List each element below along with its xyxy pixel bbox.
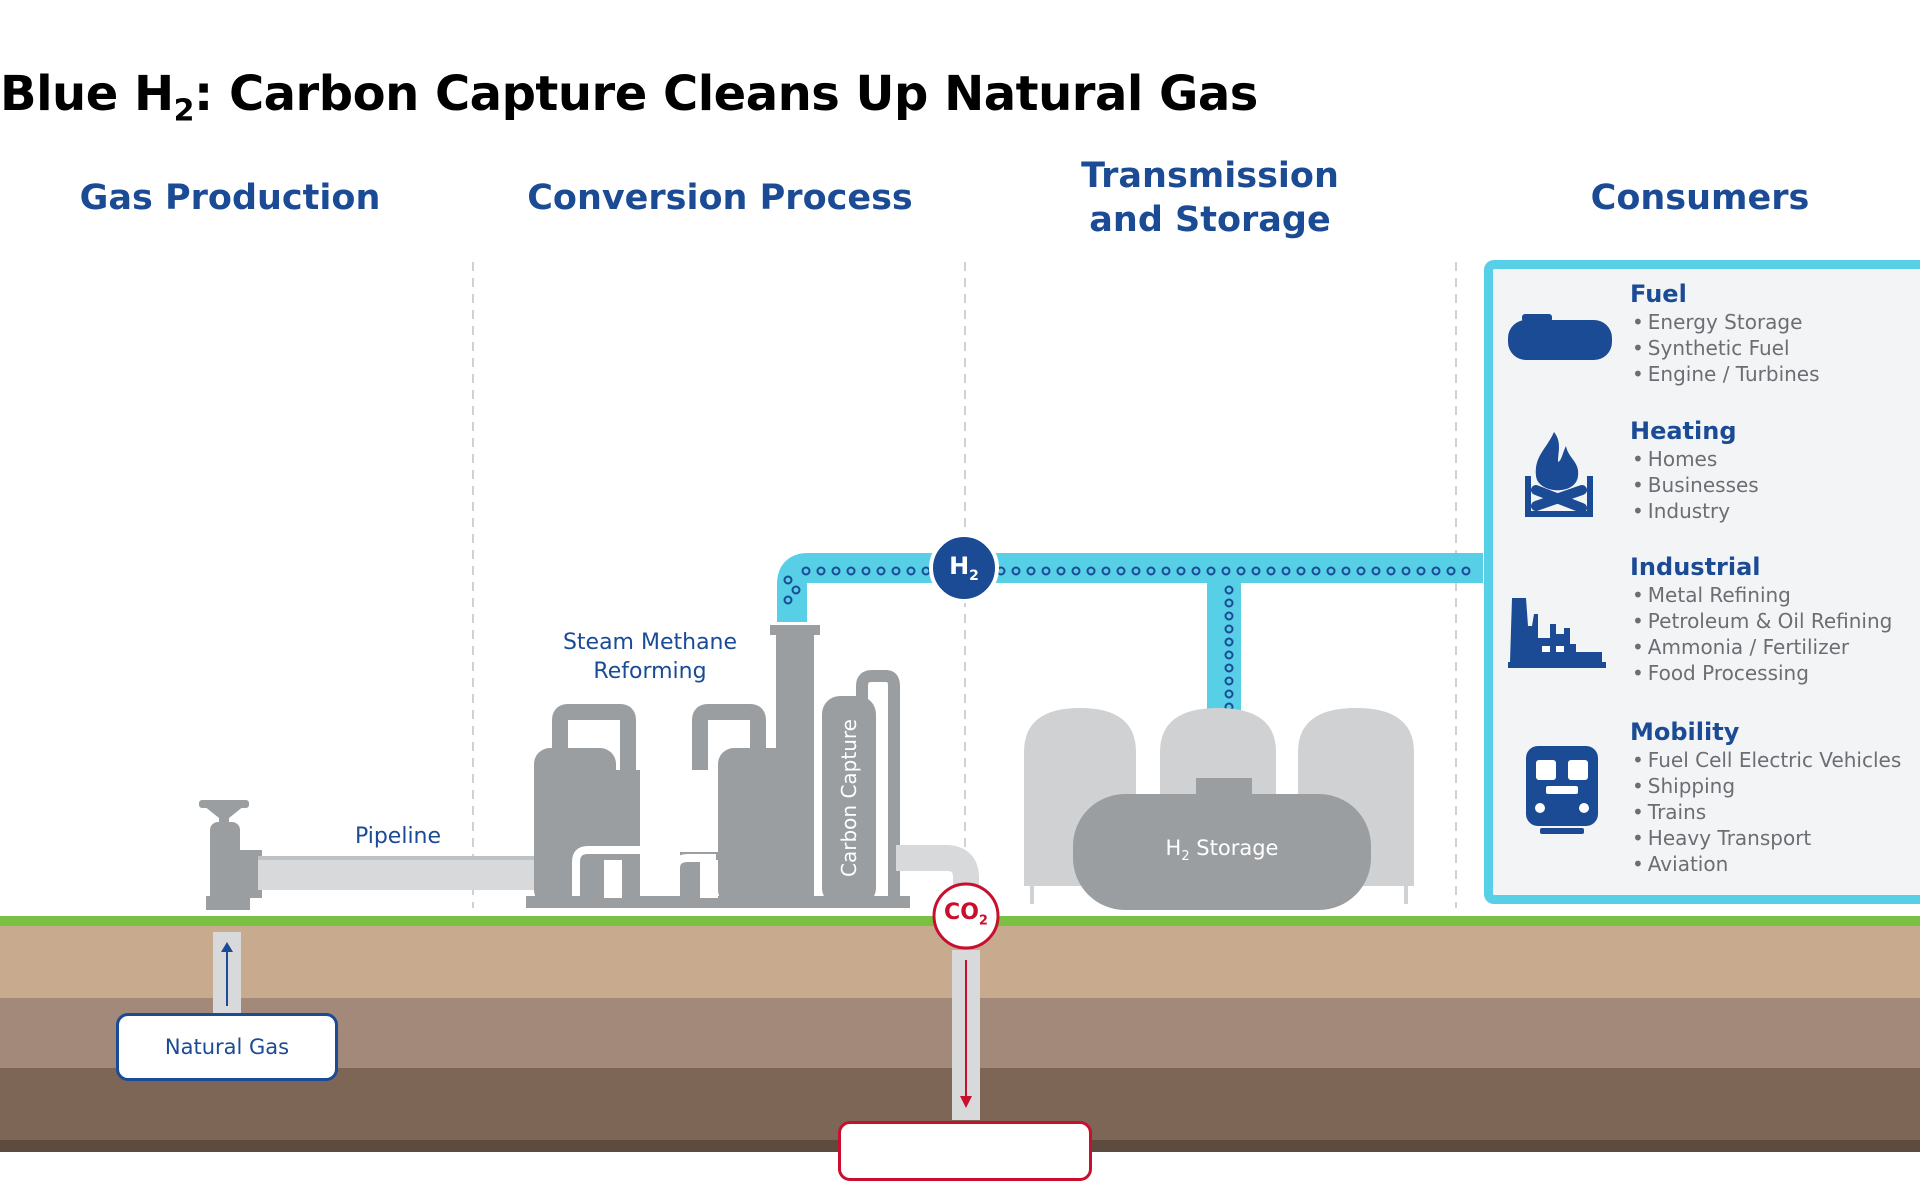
h2-bubble	[1191, 566, 1201, 576]
consumer-list-industrial: Metal Refining Petroleum & Oil Refining …	[1632, 582, 1893, 686]
h2-bubble	[1221, 566, 1231, 576]
list-item: Synthetic Fuel	[1632, 335, 1820, 361]
h2-bubble	[1161, 566, 1171, 576]
storage-tanks	[1024, 708, 1414, 910]
h2-bubble	[1416, 566, 1426, 576]
h2-bubble	[1041, 566, 1051, 576]
process-diagram	[0, 262, 1920, 1152]
h2-bubble	[1056, 566, 1066, 576]
h2-bubble	[1086, 566, 1096, 576]
column-heading-gas-production: Gas Production	[79, 178, 381, 218]
h2-bubble	[791, 585, 801, 595]
h2-bubble	[1446, 566, 1456, 576]
natural-gas-well	[213, 932, 241, 1016]
list-item: Businesses	[1632, 472, 1759, 498]
h2-bubble	[906, 566, 916, 576]
consumer-title-mobility: Mobility	[1630, 718, 1740, 746]
h2-bubble	[1224, 663, 1234, 673]
co2-badge-label: CO2	[944, 900, 988, 929]
co2-pipe	[896, 845, 980, 1120]
h2-bubble	[1224, 676, 1234, 686]
h2-bubble	[1224, 624, 1234, 634]
h2-bubble	[816, 566, 826, 576]
consumer-list-heating: Homes Businesses Industry	[1632, 446, 1759, 524]
page-title: Blue H2: Carbon Capture Cleans Up Natura…	[0, 66, 1258, 129]
consumer-title-industrial: Industrial	[1630, 553, 1761, 581]
h2-bubble	[891, 566, 901, 576]
h2-bubble	[831, 566, 841, 576]
smr-label: Steam Methane Reforming	[562, 630, 738, 684]
column-heading-transmission-storage: Transmission and Storage	[1081, 156, 1339, 240]
pipeline-label: Pipeline	[354, 824, 442, 849]
consumer-title-fuel: Fuel	[1630, 280, 1687, 308]
pipeline	[258, 856, 536, 890]
list-item: Engine / Turbines	[1632, 361, 1820, 387]
list-item: Fuel Cell Electric Vehicles	[1632, 747, 1901, 773]
h2-bubble	[1311, 566, 1321, 576]
column-heading-conversion-process: Conversion Process	[527, 178, 913, 218]
list-item: Petroleum & Oil Refining	[1632, 608, 1893, 634]
h2-bubble	[1341, 566, 1351, 576]
h2-bubble	[783, 595, 793, 605]
h2-bubble	[1461, 566, 1471, 576]
co2-badge	[932, 882, 1000, 950]
list-item: Food Processing	[1632, 660, 1892, 686]
wellhead-valve	[199, 800, 262, 910]
column-heading-consumers: Consumers	[1590, 178, 1810, 218]
h2-bubble	[876, 566, 886, 576]
train-icon	[1506, 742, 1618, 838]
list-item: Energy Storage	[1632, 309, 1820, 335]
h2-bubble	[1236, 566, 1246, 576]
h2-bubble	[1224, 689, 1234, 699]
h2-badge-label: H2	[949, 552, 979, 584]
h2-bubble	[1071, 566, 1081, 576]
h2-bubble	[1326, 566, 1336, 576]
h2-bubble	[1224, 650, 1234, 660]
consumer-list-fuel: Energy Storage Synthetic Fuel Engine / T…	[1632, 309, 1820, 387]
h2-bubble	[1206, 566, 1216, 576]
list-item: Trains	[1632, 799, 1901, 825]
h2-bubble	[861, 566, 871, 576]
h2-bubble	[801, 566, 811, 576]
list-item: Aviation	[1632, 851, 1901, 877]
h2-bubble	[1371, 566, 1381, 576]
h2-bubble	[783, 575, 793, 585]
h2-bubble	[1401, 566, 1411, 576]
list-item: Ammonia / Fertilizer	[1632, 634, 1892, 660]
list-item: Metal Refining	[1632, 582, 1892, 608]
smr-plant	[526, 625, 910, 908]
consumer-list-mobility: Fuel Cell Electric Vehicles Shipping Tra…	[1632, 747, 1901, 877]
h2-bubble	[1281, 566, 1291, 576]
factory-icon	[1498, 584, 1610, 680]
h2-bubble	[1146, 566, 1156, 576]
h2-bubble	[1101, 566, 1111, 576]
h2-bubble	[1296, 566, 1306, 576]
h2-bubble	[1011, 566, 1021, 576]
h2-bubble	[1356, 566, 1366, 576]
h2-bubble	[1386, 566, 1396, 576]
h2-bubble	[1224, 598, 1234, 608]
h2-bubble	[1176, 566, 1186, 576]
list-item: Heavy Transport	[1632, 825, 1901, 851]
h2-bubble	[1131, 566, 1141, 576]
h2-bubble	[1116, 566, 1126, 576]
h2-bubble	[1431, 566, 1441, 576]
h2-bubble	[1224, 637, 1234, 647]
h2-bubble	[1224, 611, 1234, 621]
h2-bubble	[1224, 585, 1234, 595]
list-item: Industry	[1632, 498, 1759, 524]
h2-bubble	[1251, 566, 1261, 576]
list-item: Homes	[1632, 446, 1759, 472]
natural-gas-label: Natural Gas	[116, 1013, 338, 1081]
consumer-title-heating: Heating	[1630, 417, 1737, 445]
h2-bubble	[1266, 566, 1276, 576]
h2-bubble	[846, 566, 856, 576]
list-item: Shipping	[1632, 773, 1901, 799]
h2-badge	[929, 533, 999, 603]
co2-storage-label-box	[838, 1121, 1092, 1181]
h2-bubble	[1026, 566, 1036, 576]
h2-storage-label: H2 Storage	[1165, 836, 1279, 865]
fuel-tank-icon	[1500, 290, 1612, 386]
fire-icon	[1506, 424, 1618, 520]
